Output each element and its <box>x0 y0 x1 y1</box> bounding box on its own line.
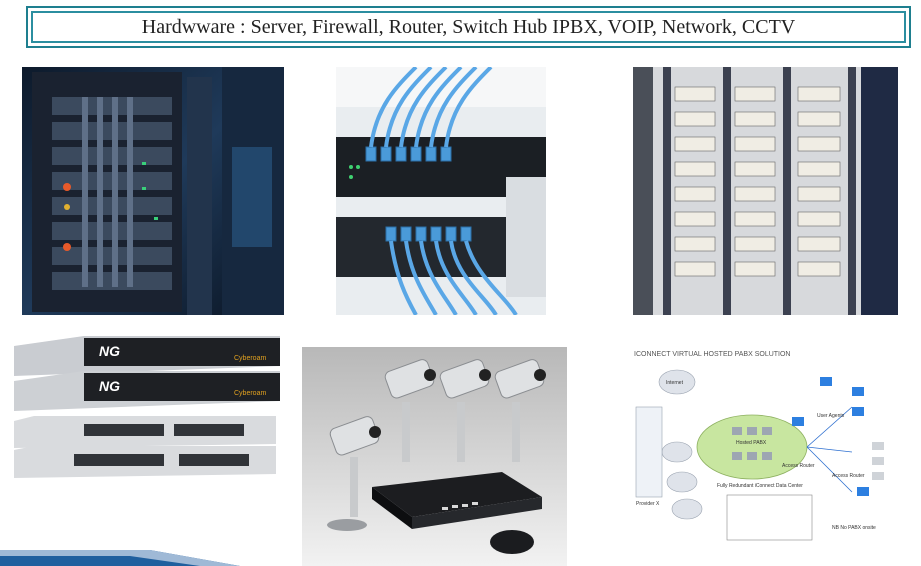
diagram-label-datacenter: Fully Redundant iConnect Data Center <box>717 483 803 489</box>
diagram-label-router1: Access Router <box>782 463 815 469</box>
slide-title: Hardwware : Server, Firewall, Router, Sw… <box>141 15 796 38</box>
network-switch-cables-photo <box>336 67 546 315</box>
server-rack-photo <box>22 67 284 315</box>
firewall-badge-2: NG <box>99 378 120 394</box>
firewall-brand: Cyberoam <box>234 355 266 362</box>
slide-title-inner-frame: Hardwware : Server, Firewall, Router, Sw… <box>31 11 906 43</box>
voip-network-diagram: ICONNECT VIRTUAL HOSTED PABX SOLUTION In… <box>632 347 902 547</box>
diagram-label-nopabx: NB No PABX onsite <box>832 525 876 531</box>
firewall-appliance-photo: NG NG Cyberoam Cyberoam <box>14 336 280 481</box>
diagram-label-provider: Provider X <box>636 501 660 507</box>
diagram-label-router2: Access Router <box>832 473 865 479</box>
firewall-badge: NG <box>99 343 120 359</box>
decorative-ribbon <box>0 550 240 566</box>
diagram-label-users: User Agents <box>817 413 845 419</box>
server-cabinet-photo <box>633 67 898 315</box>
firewall-brand-2: Cyberoam <box>234 390 266 397</box>
diagram-label-internet: Internet <box>666 380 684 386</box>
slide-title-frame: Hardwware : Server, Firewall, Router, Sw… <box>26 6 911 48</box>
diagram-title: ICONNECT VIRTUAL HOSTED PABX SOLUTION <box>634 351 791 358</box>
diagram-label-hosted: Hosted PABX <box>736 440 767 446</box>
cctv-camera-kit-photo <box>302 347 567 566</box>
